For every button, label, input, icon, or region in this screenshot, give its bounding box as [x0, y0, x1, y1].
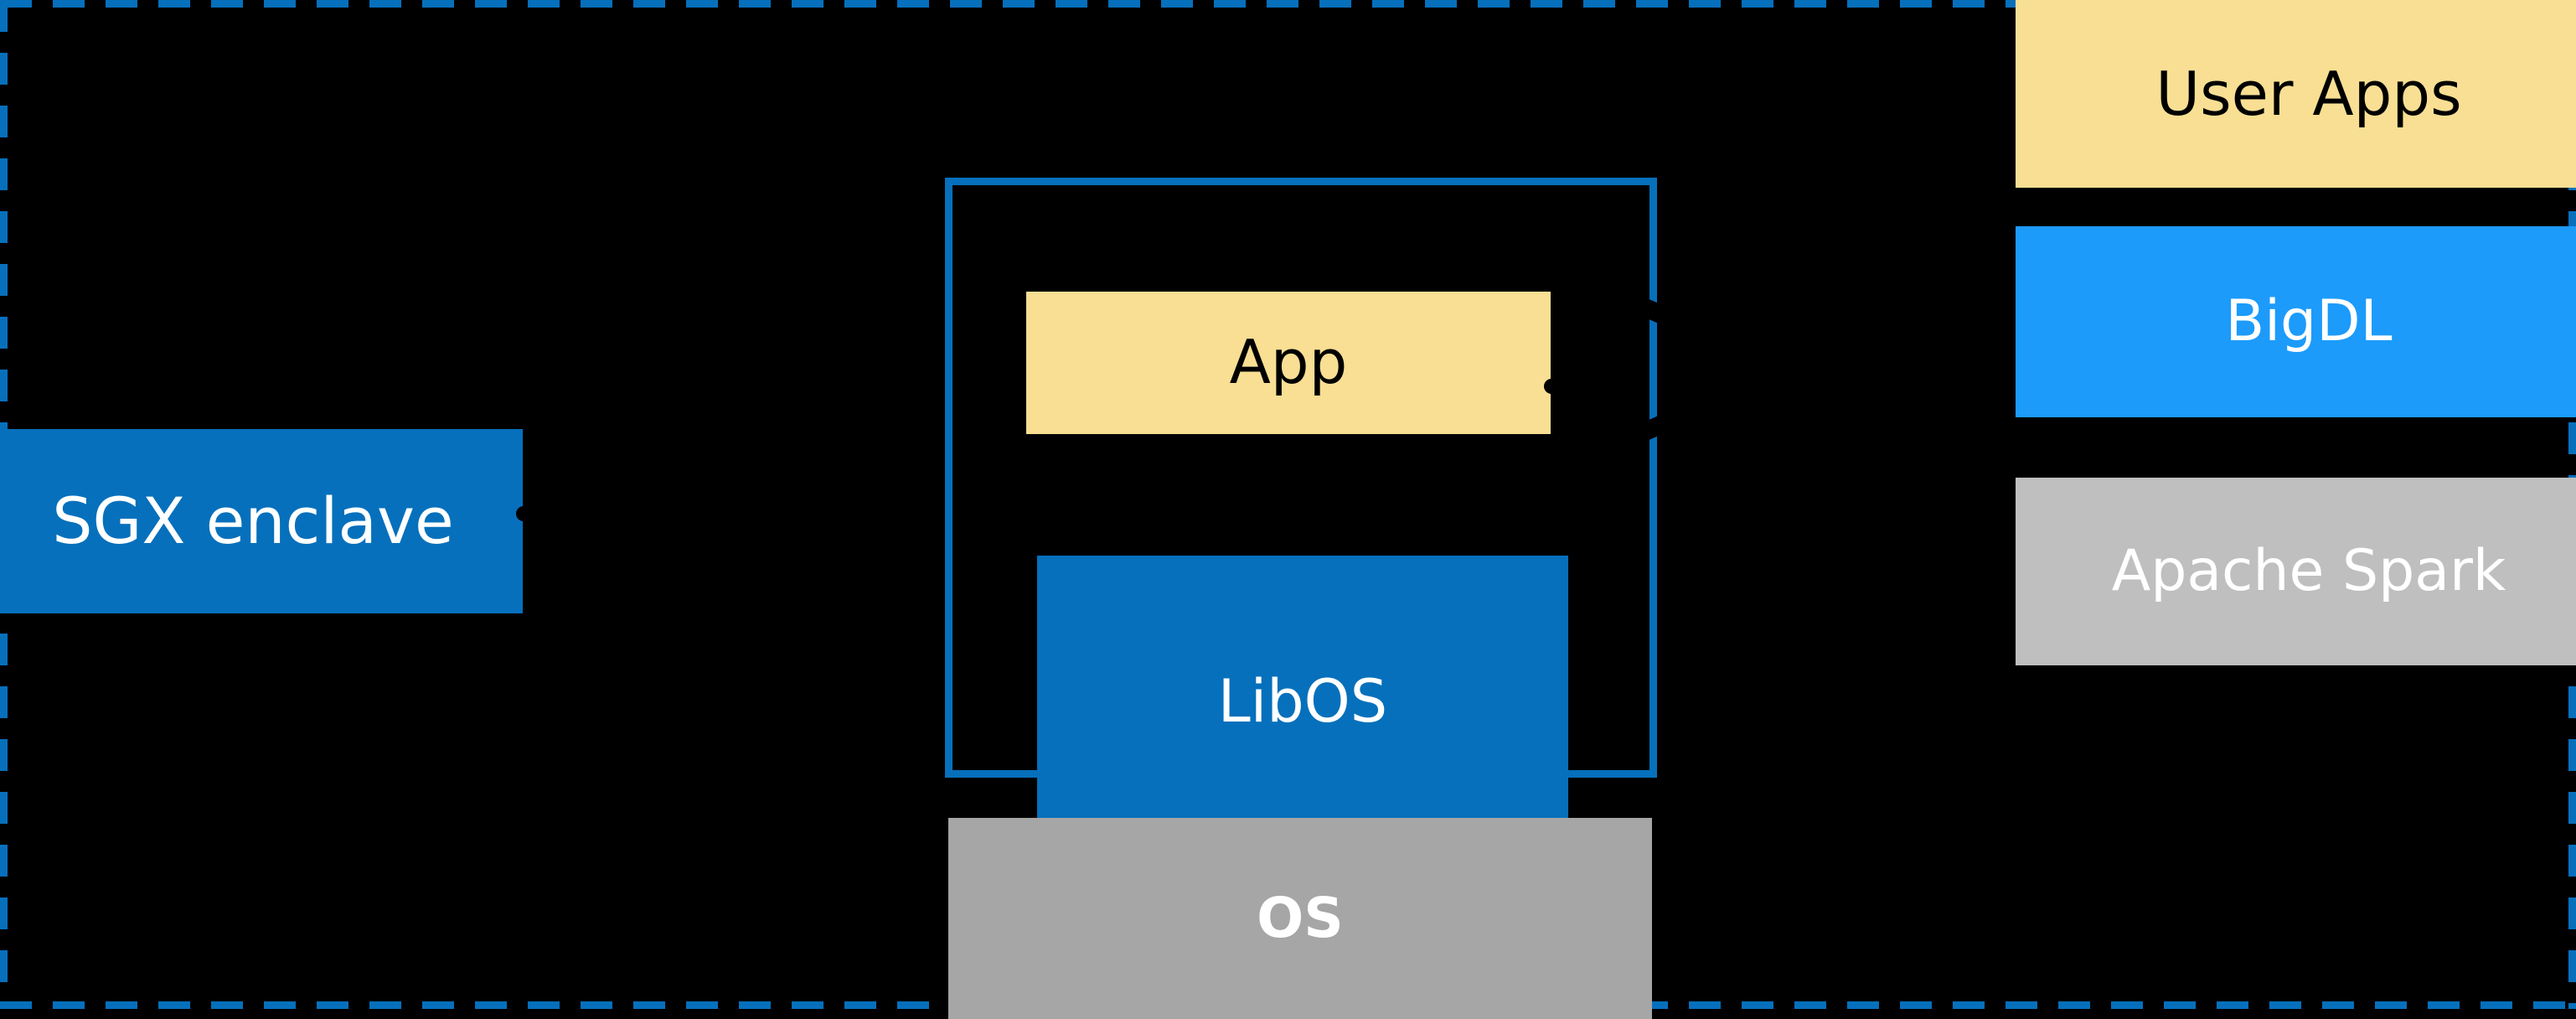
libos-label: LibOS — [1217, 666, 1388, 736]
sgx-enclave-box: SGX enclave — [0, 429, 523, 613]
os-box: OS — [948, 818, 1652, 1019]
dashed-frame-top-edge — [0, 0, 2576, 8]
sgx-enclave-label: SGX enclave — [52, 484, 454, 559]
bigdl-label: BigDL — [2225, 287, 2393, 354]
app-box: App — [1026, 292, 1551, 434]
dashed-frame-left-edge — [0, 0, 8, 1009]
libos-box: LibOS — [1037, 556, 1568, 847]
apache-spark-label: Apache Spark — [2111, 537, 2506, 604]
user-apps-label: User Apps — [2155, 59, 2462, 130]
apache-spark-box: Apache Spark — [2016, 478, 2576, 665]
user-apps-box: User Apps — [2016, 0, 2576, 188]
bigdl-box: BigDL — [2016, 226, 2576, 417]
os-label: OS — [1257, 885, 1344, 950]
app-label: App — [1229, 327, 1348, 398]
app-arrow-endpoint-icon — [1544, 379, 1559, 394]
sgx-enclave-arrow-endpoint-icon — [516, 506, 531, 521]
